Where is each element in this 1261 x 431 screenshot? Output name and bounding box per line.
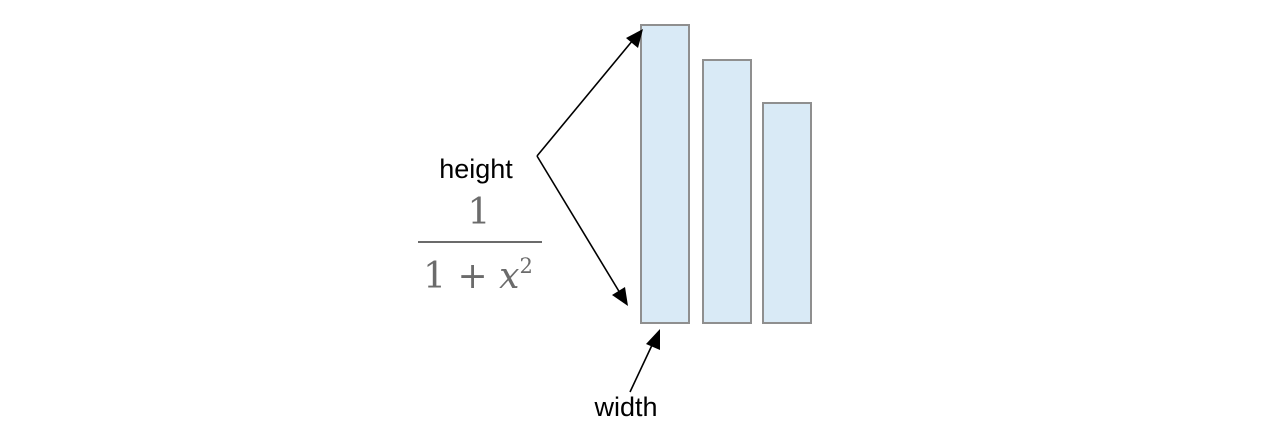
bar-3 xyxy=(762,102,812,324)
formula-denominator: 1 + x2 xyxy=(423,254,533,297)
width-arrow xyxy=(629,342,654,393)
formula-denominator-lead: 1 + xyxy=(423,256,499,297)
height-arrow-to-bottom xyxy=(536,155,621,294)
height-arrow-to-top xyxy=(536,39,634,157)
formula-exponent: 2 xyxy=(519,254,532,278)
width-arrow-group xyxy=(629,329,660,393)
bar-1 xyxy=(640,24,690,324)
height-arrow-group xyxy=(536,29,643,306)
height-arrowhead-bottom xyxy=(612,287,628,306)
formula-variable: x xyxy=(499,256,519,297)
bar-2 xyxy=(702,59,752,324)
height-arrowhead-top xyxy=(626,29,643,48)
height-formula: 1 1 + x2 xyxy=(418,192,542,297)
height-label: height xyxy=(439,154,513,184)
width-arrowhead xyxy=(646,329,660,350)
width-label: width xyxy=(593,392,657,422)
formula-numerator: 1 xyxy=(468,192,491,233)
